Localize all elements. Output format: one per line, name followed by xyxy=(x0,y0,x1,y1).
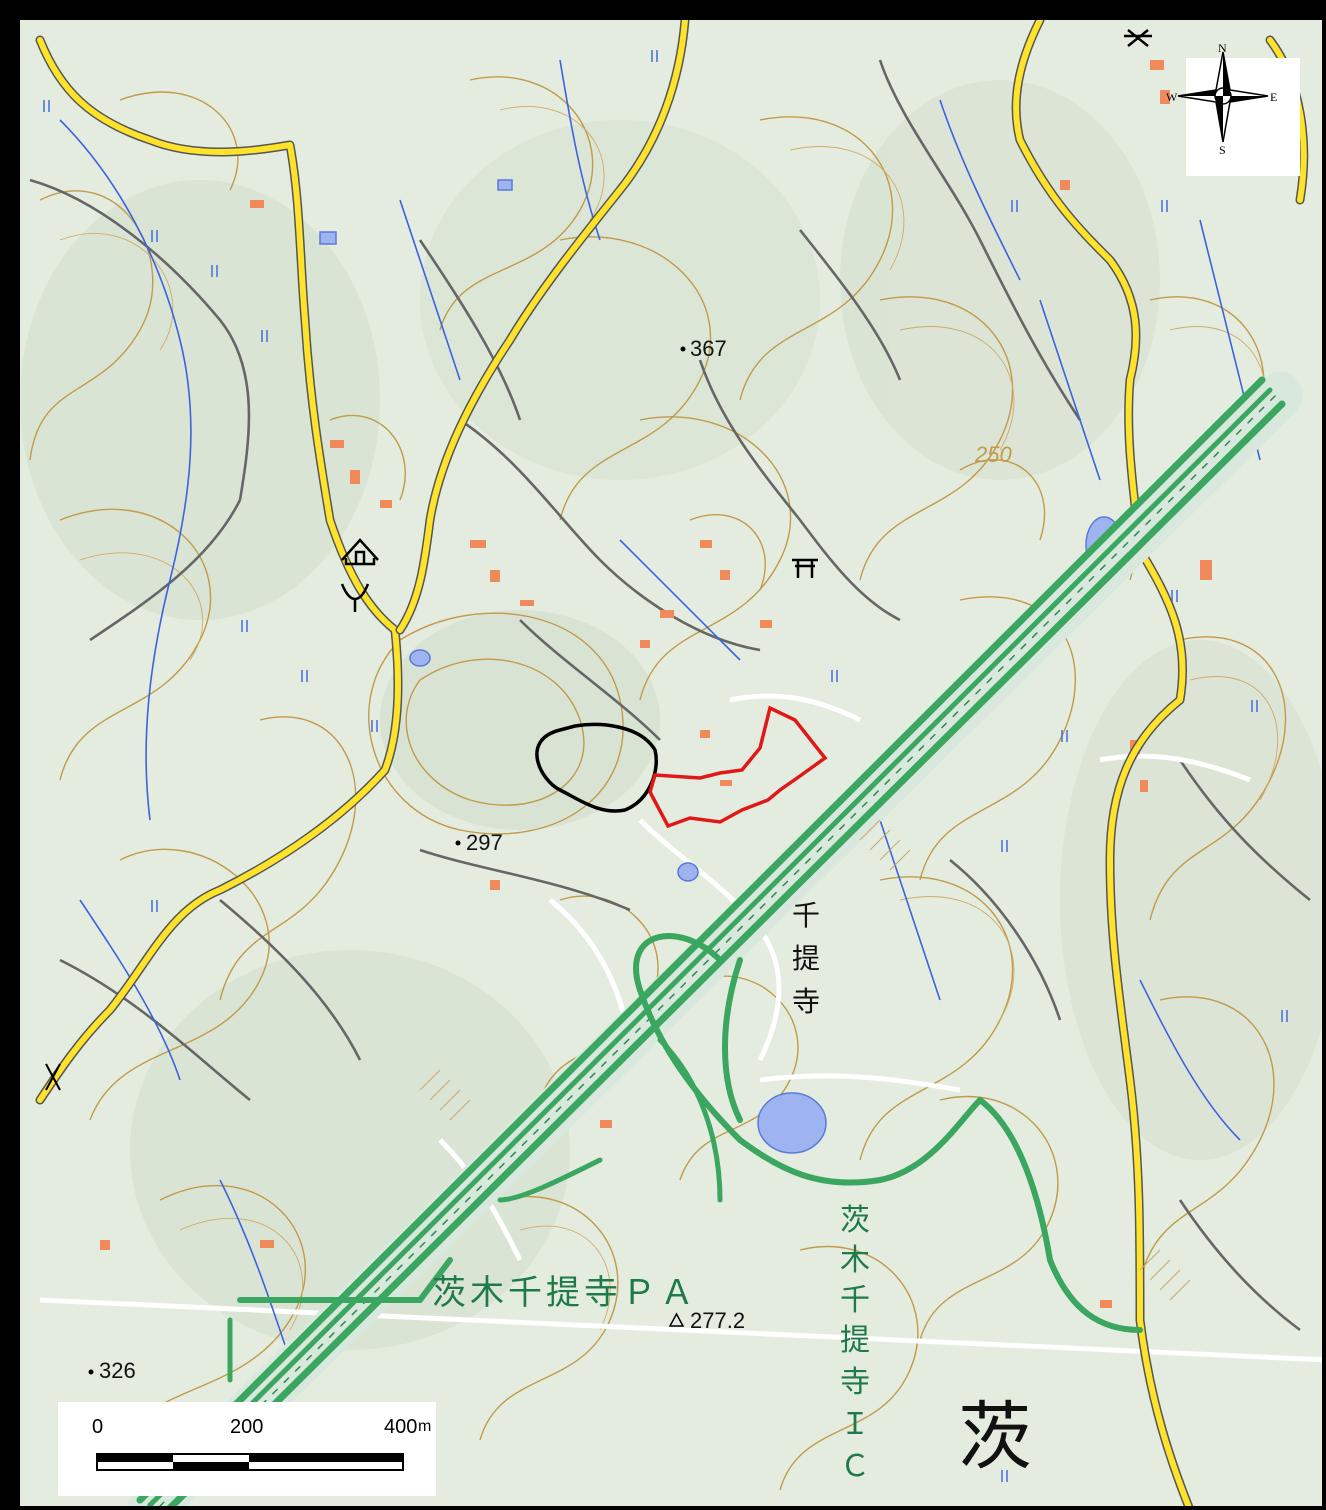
senteiji-label: 千 提 寺 xyxy=(792,899,820,1018)
ic-char-1: 茨 xyxy=(840,1203,870,1238)
red-outline-area xyxy=(648,705,828,829)
senteiji-char-3: 寺 xyxy=(792,985,820,1018)
pa-label: 茨木千提寺ＰＡ xyxy=(432,1273,698,1313)
compass-n: N xyxy=(1218,41,1227,55)
road-west xyxy=(37,37,401,1103)
scale-label-0: 0 xyxy=(92,1416,104,1438)
community-hall-icon xyxy=(341,538,379,566)
ic-char-4: 提 xyxy=(840,1323,870,1358)
compass-s: S xyxy=(1219,143,1226,156)
senteiji-char-2: 提 xyxy=(792,942,820,975)
compass-e: E xyxy=(1270,90,1277,104)
police-box-icon xyxy=(45,1063,61,1091)
triangulation-point-icon xyxy=(668,1312,685,1327)
elevation-dot-367 xyxy=(680,346,686,352)
ic-label: 茨 木 千 提 寺 Ｉ Ｃ xyxy=(840,1203,870,1484)
elevation-297: 297 xyxy=(466,830,503,855)
elevation-277: 277.2 xyxy=(690,1308,745,1333)
ic-char-6: Ｉ xyxy=(840,1407,870,1442)
scale-bar: 0 200 400 m xyxy=(58,1402,436,1496)
ibaraki-label: 茨 xyxy=(958,1394,1032,1480)
embankment-hatch xyxy=(419,819,1191,1301)
ic-char-7: Ｃ xyxy=(840,1449,870,1484)
ic-char-2: 木 xyxy=(840,1243,870,1278)
expressway xyxy=(127,372,1303,1506)
prefectural-roads xyxy=(35,20,1309,1506)
scale-label-200: 200 xyxy=(230,1416,264,1438)
compass: N S E W xyxy=(1166,41,1300,176)
black-outline-area xyxy=(535,722,658,813)
scale-unit: m xyxy=(418,1418,432,1435)
contour-label-250: 250 xyxy=(974,442,1012,467)
elevation-367: 367 xyxy=(690,336,727,361)
buildings xyxy=(100,60,1212,1308)
local-roads xyxy=(29,59,1311,1332)
elevation-dot-326 xyxy=(88,1369,94,1375)
ic-char-5: 寺 xyxy=(840,1365,870,1400)
road-central xyxy=(397,20,688,633)
paddy-symbols xyxy=(43,50,1288,1482)
elevation-dot-297 xyxy=(455,840,461,846)
senteiji-char-1: 千 xyxy=(792,899,820,932)
compass-w: W xyxy=(1166,90,1178,104)
ic-char-3: 千 xyxy=(840,1283,870,1318)
road-east xyxy=(1013,20,1192,1506)
scale-label-400: 400 xyxy=(384,1416,418,1438)
shrine-icon xyxy=(792,558,818,578)
pond-interchange xyxy=(757,1092,827,1154)
post-office-icon xyxy=(340,583,370,612)
school-icon xyxy=(1124,29,1152,47)
elevation-326: 326 xyxy=(99,1358,136,1383)
